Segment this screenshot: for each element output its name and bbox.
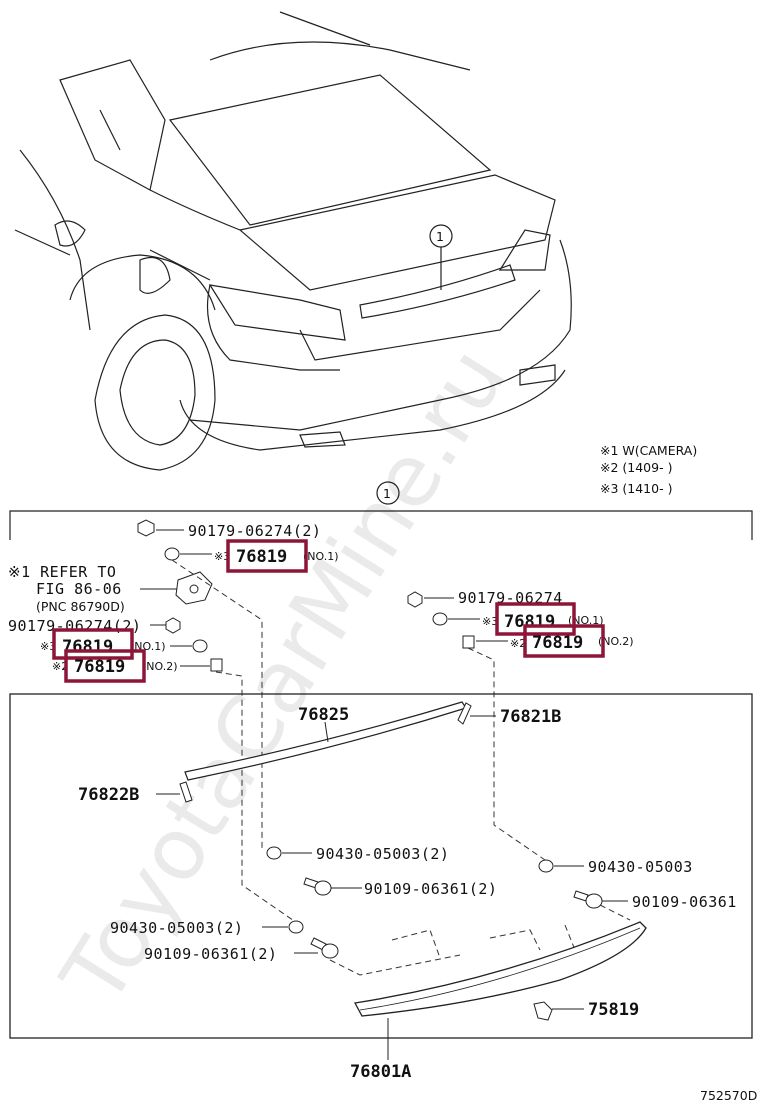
part-label-76825[interactable]: 76825	[298, 705, 349, 725]
note-mark-76819-l1: ※3	[40, 640, 56, 653]
part-label-75819[interactable]: 75819	[588, 1000, 639, 1020]
highlight-box-76819-r1	[495, 602, 576, 636]
note-2: ※2 (1409- )	[600, 460, 672, 475]
part-label-76801A[interactable]: 76801A	[350, 1062, 411, 1082]
figure-code: 752570D	[700, 1088, 757, 1103]
part-label-90179-06274-2-left[interactable]: 90179-06274(2)	[8, 617, 141, 635]
part-label-90430-05003-2-b[interactable]: 90430-05003(2)	[110, 919, 243, 937]
clip-icon	[210, 658, 223, 672]
part-label-90430-05003-r[interactable]: 90430-05003	[588, 858, 693, 876]
note-3: ※3 (1410- )	[600, 481, 672, 496]
washer-icon	[192, 639, 208, 653]
washer-icon	[432, 612, 448, 626]
washer-icon	[538, 859, 554, 873]
part-label-90109-06361-2-a[interactable]: 90109-06361(2)	[364, 880, 497, 898]
nut-icon	[407, 591, 423, 608]
part-label-76819-l1[interactable]: 76819	[62, 637, 113, 657]
refer-line-2: FIG 86-06	[36, 580, 122, 598]
washer-icon	[164, 547, 180, 561]
part-label-90179-06274-2-top[interactable]: 90179-06274(2)	[188, 522, 321, 540]
washer-icon	[266, 846, 282, 860]
highlight-box-76819-r2	[523, 624, 605, 658]
highlight-box-76819-l2	[64, 649, 146, 683]
part-sub-76819-top: (NO.1)	[303, 550, 339, 563]
part-sub-76819-l2: (NO.2)	[142, 660, 178, 673]
note-mark-76819-l2: ※2	[52, 660, 68, 673]
garnish-assembly-box	[9, 693, 753, 1039]
note-mark-76819-r1: ※3	[482, 615, 498, 628]
seal-76821b-shape	[457, 702, 472, 725]
part-sub-76819-r1: (NO.1)	[568, 614, 604, 627]
clip-icon	[462, 635, 475, 649]
note-mark-76819-r2: ※2	[510, 637, 526, 650]
bolt-icon	[573, 890, 603, 909]
part-label-76819-r1[interactable]: 76819	[504, 612, 555, 632]
note-1: ※1 W(CAMERA)	[600, 443, 697, 458]
refer-line-1: ※1 REFER TO	[8, 563, 116, 581]
nut-icon	[137, 519, 155, 537]
part-label-90430-05003-2-a[interactable]: 90430-05003(2)	[316, 845, 449, 863]
part-label-76819-top[interactable]: 76819	[236, 547, 287, 567]
part-label-76822B[interactable]: 76822B	[78, 785, 139, 805]
part-label-76819-r2[interactable]: 76819	[532, 633, 583, 653]
part-label-76819-l2[interactable]: 76819	[74, 657, 125, 677]
highlight-box-76819-l1	[52, 628, 134, 660]
nut-icon	[165, 617, 181, 634]
part-label-90109-06361-r[interactable]: 90109-06361	[632, 893, 737, 911]
bolt-icon	[310, 937, 339, 959]
washer-icon	[288, 920, 304, 934]
car-illustration	[14, 11, 572, 471]
callout-number-top: 1	[436, 229, 444, 244]
part-sub-76819-r2: (NO.2)	[598, 635, 634, 648]
note-mark-76819-top: ※3	[214, 550, 230, 563]
refer-line-3: (PNC 86790D)	[36, 599, 125, 614]
highlight-box-76819-top	[226, 539, 308, 573]
callout-number-bracket: 1	[383, 486, 391, 501]
part-label-76821B[interactable]: 76821B	[500, 707, 561, 727]
clip-icon	[533, 1001, 553, 1021]
part-label-90109-06361-2-b[interactable]: 90109-06361(2)	[144, 945, 277, 963]
bolt-icon	[303, 877, 332, 896]
camera-icon	[175, 571, 213, 605]
seal-76822b-shape	[179, 781, 193, 803]
garnish-76801a-shape	[353, 921, 647, 1017]
